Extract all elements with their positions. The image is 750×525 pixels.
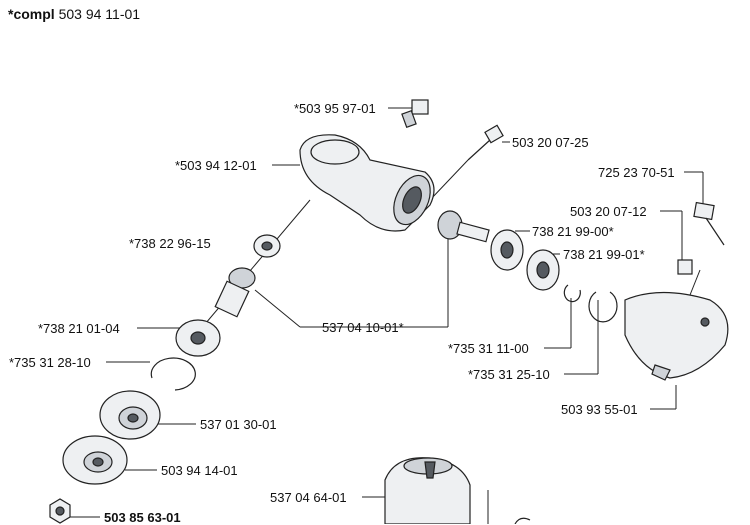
circlip-left-part [150,357,196,391]
part-label: 738 21 99-01* [563,247,645,262]
nut-part [49,498,71,524]
part-label: *738 22 96-15 [129,236,211,251]
bearing-small-part [253,234,281,258]
part-label: 503 93 55-01 [561,402,638,417]
part-label: *503 95 97-01 [294,101,376,116]
part-label: *503 94 12-01 [175,158,257,173]
part-label: *735 31 11-00 [448,341,529,356]
pinion-shaft-part [437,210,490,243]
part-label: 725 23 70-51 [598,165,675,180]
assembly-prefix: *compl [8,6,55,22]
circlip-large-part [588,291,618,323]
part-label: 503 85 63-01 [104,510,181,525]
part-label: 537 01 30-01 [200,417,277,432]
long-screw-part [467,124,504,161]
part-label: *735 31 25-10 [468,367,550,382]
bearing-right-2-part [526,249,560,291]
part-label: 503 20 07-12 [570,204,647,219]
part-label: 503 20 07-25 [512,135,589,150]
guard-part [624,291,729,381]
part-label: 738 21 99-00* [532,224,614,239]
part-label: 503 94 14-01 [161,463,238,478]
gear-housing-part [299,134,435,232]
bearing-right-1-part [490,229,524,271]
part-label: *738 21 01-04 [38,321,120,336]
part-label: *735 31 28-10 [9,355,91,370]
support-cup-part [62,435,128,485]
screw-top-part [401,99,429,129]
assembly-number: 503 94 11-01 [58,6,141,22]
bearing-left-part [175,319,221,357]
screw-small-right-part [677,259,693,275]
bolt-right-part [693,201,725,246]
assembly-header: *compl 503 94 11-01 [8,6,140,22]
part-label: 537 04 64-01 [270,490,347,505]
flange-washer-part [99,390,161,440]
circlip-small-part [563,284,581,303]
pinion-gear-part [214,267,256,318]
bottom-housing-part [384,457,531,524]
part-label: 537 04 10-01* [322,320,404,335]
